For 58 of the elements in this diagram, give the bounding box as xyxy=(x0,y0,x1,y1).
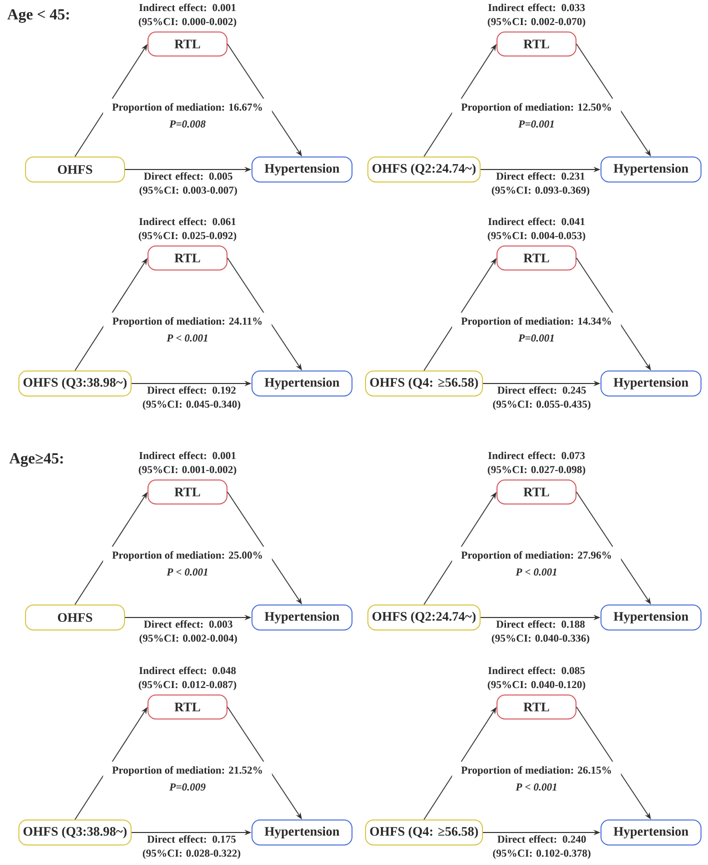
edge-label: Direct effect: 0.003 (95%CI: 0.002-0.004) xyxy=(140,620,237,644)
edge-label: Direct effect: 0.175 (95%CI: 0.028-0.322) xyxy=(142,835,240,859)
edge-label: Direct effect: 0.005 (95%CI: 0.003-0.007) xyxy=(140,172,237,196)
edge-label: Direct effect: 0.245 (95%CI: 0.055-0.435) xyxy=(493,386,590,410)
mediator-box: RTL xyxy=(148,694,228,720)
p-value: P=0.001 xyxy=(518,334,554,342)
effect-text: Indirect effect: 0.001 (95%CI: 0.000-0.002) xyxy=(138,4,236,28)
exposure-box: OHFS (Q2:24.74~) xyxy=(367,604,481,630)
exposure-box: OHFS xyxy=(25,604,125,630)
p-value: P=0.001 xyxy=(518,120,554,128)
section-heading: Age < 45: xyxy=(7,9,69,23)
effect-text: Indirect effect: 0.073 (95%CI: 0.027-0.098) xyxy=(488,452,586,476)
exposure-box: OHFS (Q3:38.98~) xyxy=(18,820,132,846)
p-value: P < 0.001 xyxy=(516,783,556,791)
mediation-text: Proportion of mediation: 21.52% xyxy=(103,762,272,780)
exposure-box: OHFS xyxy=(25,156,125,182)
p-value: P < 0.001 xyxy=(166,334,208,342)
mediator-box: RTL xyxy=(496,32,576,56)
mediator-box: RTL xyxy=(496,480,576,504)
edge-label: Direct effect: 0.240 (95%CI: 0.102-0.378) xyxy=(493,835,590,859)
effect-text: Indirect effect: 0.041 (95%CI: 0.004-0.053) xyxy=(488,218,586,242)
mediation-text: Proportion of mediation: 12.50% xyxy=(452,98,621,118)
effect-text: Indirect effect: 0.048 (95%CI: 0.012-0.087) xyxy=(138,666,236,690)
p-value: P < 0.001 xyxy=(516,568,556,576)
outcome-box: Hypertension xyxy=(252,604,352,630)
p-value: P=0.008 xyxy=(169,120,206,128)
mediation-text: Proportion of mediation: 16.67% xyxy=(103,98,272,118)
section-heading: Age≥45: xyxy=(9,453,63,467)
edge-label: Direct effect: 0.192 (95%CI: 0.045-0.340) xyxy=(142,386,240,410)
outcome-box: Hypertension xyxy=(600,156,702,182)
mediator-box: RTL xyxy=(496,246,576,270)
mediator-box: RTL xyxy=(148,246,228,270)
edge-label: Direct effect: 0.188 (95%CI: 0.040-0.336) xyxy=(492,620,590,644)
outcome-box: Hypertension xyxy=(252,370,352,396)
mediation-text: Proportion of mediation: 25.00% xyxy=(103,546,272,566)
outcome-box: Hypertension xyxy=(600,370,702,396)
mediator-box: RTL xyxy=(148,480,228,504)
mediation-text: Proportion of mediation: 27.96% xyxy=(452,546,621,566)
outcome-box: Hypertension xyxy=(252,820,352,846)
mediator-box: RTL xyxy=(148,32,228,56)
edge-label: Direct effect: 0.231 (95%CI: 0.093-0.369) xyxy=(492,172,590,196)
exposure-box: OHFS (Q4: ≥56.58) xyxy=(365,370,483,396)
effect-text: Indirect effect: 0.033 (95%CI: 0.002-0.070) xyxy=(488,4,586,28)
effect-text: Indirect effect: 0.001 (95%CI: 0.001-0.002) xyxy=(138,452,236,476)
mediator-box: RTL xyxy=(496,694,576,720)
outcome-box: Hypertension xyxy=(252,156,352,182)
exposure-box: OHFS (Q4: ≥56.58) xyxy=(365,820,483,846)
outcome-box: Hypertension xyxy=(600,820,702,846)
exposure-box: OHFS (Q3:38.98~) xyxy=(18,370,132,396)
mediation-text: Proportion of mediation: 26.15% xyxy=(452,762,621,780)
effect-text: Indirect effect: 0.085 (95%CI: 0.040-0.120) xyxy=(488,666,586,690)
mediation-text: Proportion of mediation: 24.11% xyxy=(103,312,272,332)
p-value: P < 0.001 xyxy=(166,568,208,576)
effect-text: Indirect effect: 0.061 (95%CI: 0.025-0.092) xyxy=(138,218,236,242)
p-value: P=0.009 xyxy=(169,783,206,791)
exposure-box: OHFS (Q2:24.74~) xyxy=(367,156,481,182)
outcome-box: Hypertension xyxy=(600,604,702,630)
mediation-text: Proportion of mediation: 14.34% xyxy=(452,312,621,332)
